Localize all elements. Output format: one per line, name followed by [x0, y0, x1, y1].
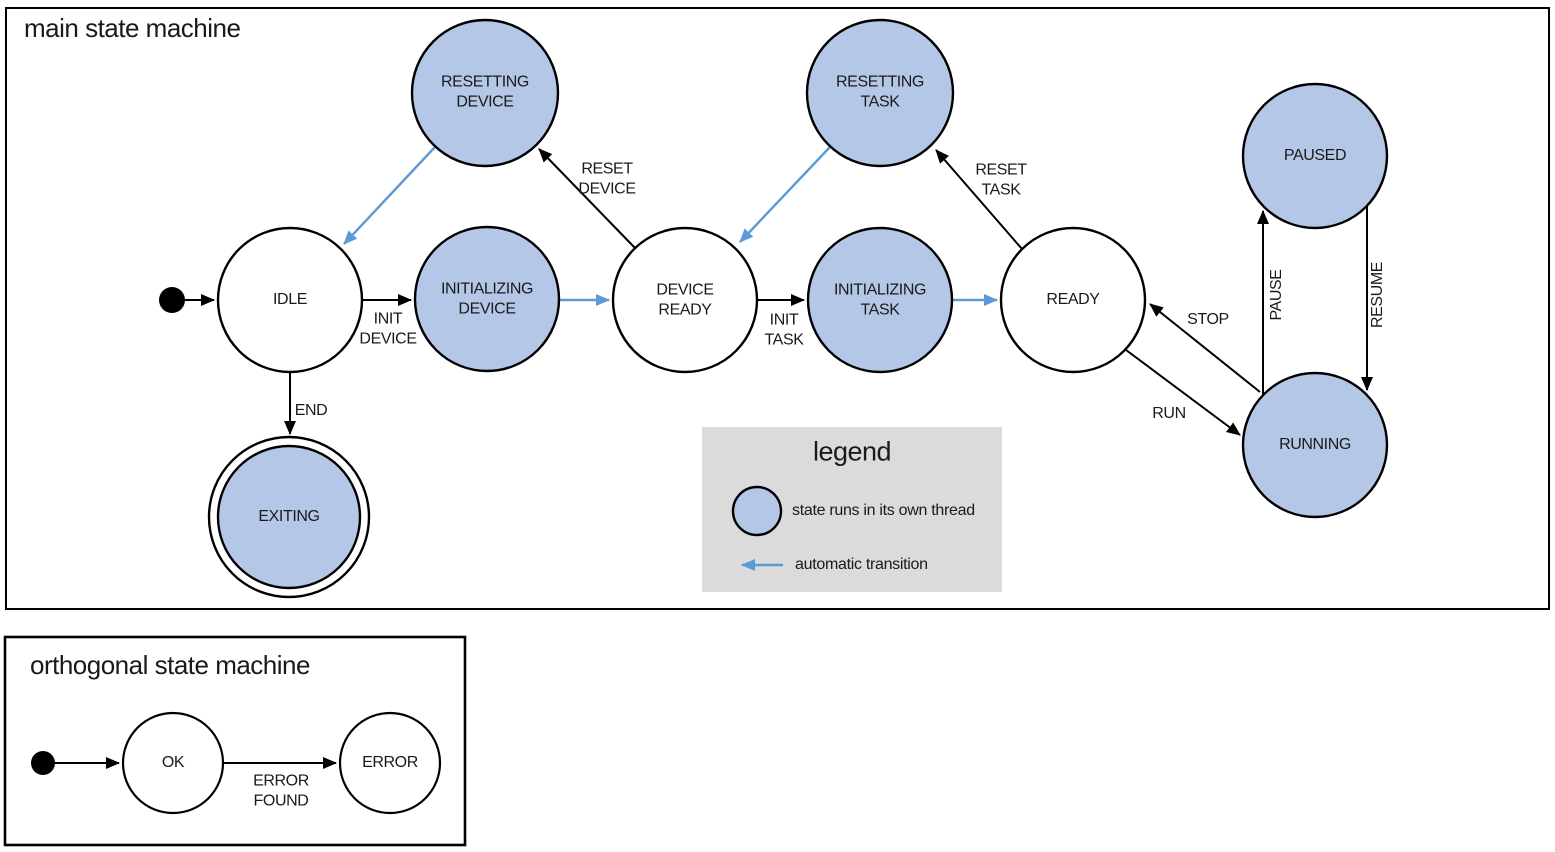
state-device-ready-label: DEVICE READY: [656, 281, 714, 318]
legend-thread-state-sample: [731, 485, 783, 537]
transition-ready-to-running: [1125, 349, 1241, 436]
transition-resetting-task-to-device-ready: [739, 146, 831, 243]
state-initializing-device: [413, 225, 561, 373]
orthogonal-panel-border: [3, 635, 467, 847]
state-resetting-device: [410, 18, 560, 168]
state-error-label: ERROR: [362, 754, 418, 772]
state-exiting-label: EXITING: [258, 508, 320, 526]
legend-title: legend: [812, 436, 892, 467]
state-device-ready: [611, 226, 759, 374]
state-idle-label: IDLE: [273, 291, 307, 309]
state-resetting-device-label: RESETTING DEVICE: [441, 73, 529, 110]
state-paused-label: PAUSED: [1283, 147, 1347, 165]
initial-state-marker-orthogonal: [31, 751, 55, 775]
legend-auto-transition-label: automatic transition: [795, 556, 928, 573]
transition-resetting-device-to-idle: [343, 146, 436, 245]
state-initializing-task: [806, 226, 954, 374]
orthogonal-panel-title: orthogonal state machine: [30, 650, 310, 680]
state-paused: [1241, 82, 1389, 230]
transition-device-ready-to-resetting-device: [538, 148, 636, 249]
state-ok-label: OK: [161, 754, 185, 772]
transition-run-label: RUN: [1152, 405, 1186, 423]
state-initializing-device-label: INITIALIZING DEVICE: [440, 280, 534, 317]
transition-init-task-label: INIT TASK: [764, 311, 804, 348]
transition-reset-task-label: RESET TASK: [975, 161, 1027, 198]
state-initializing-task-label: INITIALIZING TASK: [833, 281, 927, 318]
transition-init-device-label: INIT DEVICE: [359, 310, 417, 347]
state-running-label: RUNNING: [1279, 436, 1351, 454]
state-exiting: [216, 444, 362, 590]
transition-stop-label: STOP: [1187, 311, 1229, 329]
transition-ready-to-resetting-task: [935, 149, 1023, 250]
main-panel-title: main state machine: [24, 13, 241, 43]
transition-pause-label: PAUSE: [1268, 269, 1286, 321]
transition-resume-label: RESUME: [1369, 261, 1387, 329]
initial-state-marker-main: [159, 287, 185, 313]
state-idle: [216, 226, 364, 374]
legend-thread-state-label: state runs in its own thread: [792, 502, 975, 519]
state-ready-label: READY: [1046, 291, 1100, 309]
main-panel-border: [5, 7, 1550, 610]
state-running: [1241, 371, 1389, 519]
state-ok: [121, 711, 225, 815]
state-error: [338, 711, 442, 815]
transition-end-label: END: [294, 402, 328, 420]
state-resetting-task: [805, 18, 955, 168]
transition-reset-device-label: RESET DEVICE: [578, 160, 636, 197]
state-ready: [999, 226, 1147, 374]
transition-running-to-ready: [1149, 303, 1261, 393]
state-resetting-task-label: RESETTING TASK: [836, 73, 924, 110]
transition-error-found-label: ERROR FOUND: [253, 772, 309, 809]
